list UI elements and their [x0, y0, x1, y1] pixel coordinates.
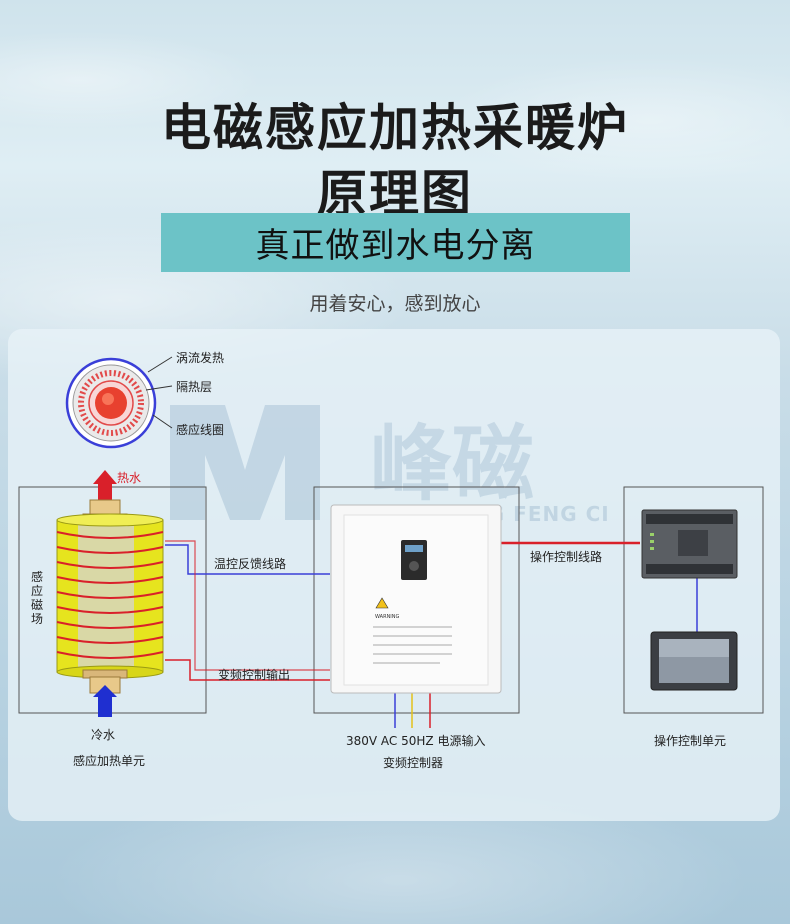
slogan: 用着安心，感到放心: [309, 293, 481, 315]
label-eddy: 涡流发热: [176, 351, 225, 365]
label-control-unit: 操作控制单元: [654, 734, 727, 748]
label-insulation: 隔热层: [176, 380, 213, 394]
inverter-output-wire-2: [165, 540, 330, 671]
label-heating-unit: 感应加热单元: [73, 754, 146, 768]
watermark-brand: 峰磁: [370, 417, 534, 512]
temp-feedback-wire: [165, 544, 330, 575]
inverter-frame: [313, 486, 520, 714]
label-hot-water: 热水: [117, 471, 142, 485]
warning-title: WARNING: [375, 614, 400, 620]
label-field: 感应磁场: [31, 570, 44, 626]
plc-device: [641, 509, 738, 579]
label-coil: 感应线圈: [176, 423, 225, 437]
page-title-line1: 电磁感应加热采暖炉: [161, 99, 629, 157]
brand-logo-watermark: [170, 405, 320, 520]
hmi-screen: [650, 631, 738, 691]
label-inverter: 变频控制器: [383, 756, 444, 770]
cold-water-arrow: [93, 685, 117, 717]
label-cold-water: 冷水: [91, 728, 116, 742]
label-inverter-output: 变频控制输出: [218, 668, 291, 682]
induction-coil: [56, 513, 164, 679]
inverter-output-wire: [165, 659, 330, 681]
label-temp-feedback: 温控反馈线路: [214, 557, 287, 571]
inverter-cabinet: WARNING: [330, 504, 502, 694]
control-unit-frame: [623, 486, 764, 714]
label-power-input: 380V AC 50HZ 电源输入: [346, 734, 486, 748]
heating-unit-frame: [18, 486, 207, 714]
banner: 真正做到水电分离: [161, 213, 630, 272]
coil-cross-section: [65, 357, 157, 449]
label-op-control-line: 操作控制线路: [530, 550, 603, 564]
